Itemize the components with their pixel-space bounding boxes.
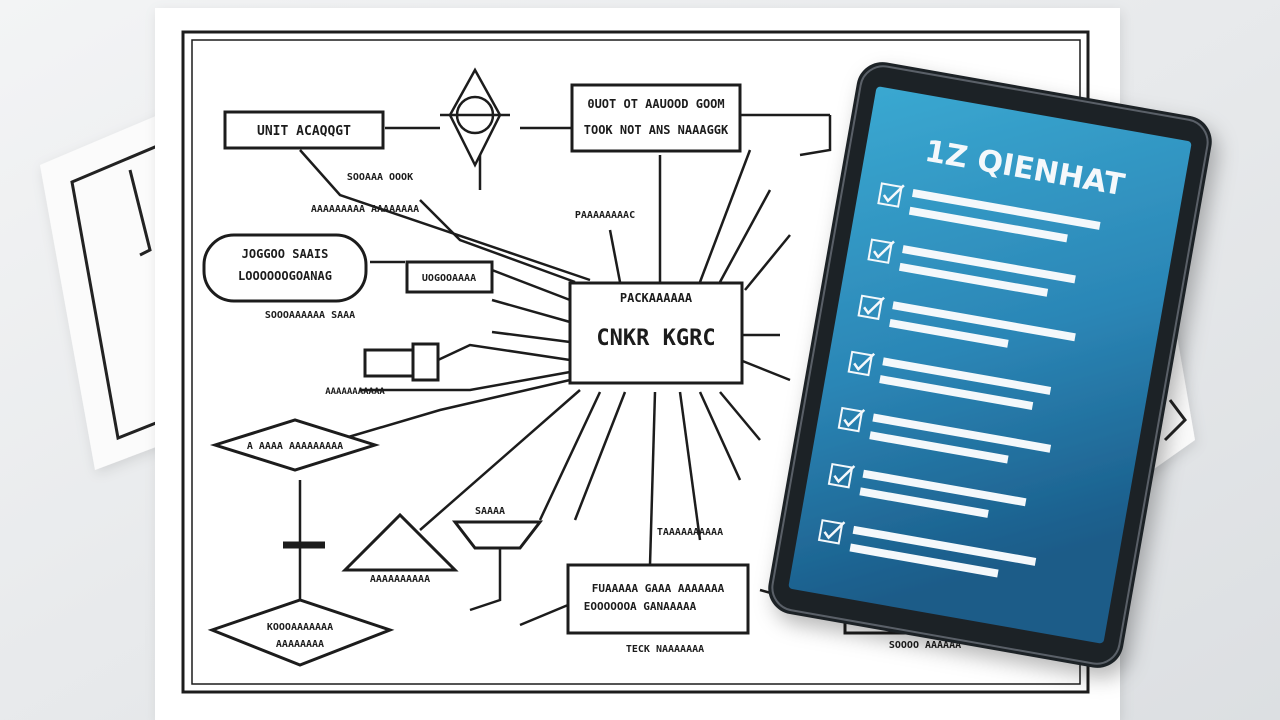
checklist-text-line xyxy=(892,301,1076,342)
left-diamond-label: A AAAA AAAAAAAAA xyxy=(247,441,343,452)
annotation-3: SOOOAAAAAA SAAA xyxy=(265,310,355,321)
house-shape xyxy=(341,512,459,572)
checkbox-checked-icon xyxy=(837,406,866,433)
checkbox-checked-icon xyxy=(847,350,876,377)
top-box-line2: TOOK NOT ANS NAAAGGK xyxy=(584,123,729,137)
checklist xyxy=(817,182,1101,578)
left-box xyxy=(223,110,385,150)
checkbox-checked-icon xyxy=(877,182,905,208)
checklist-item xyxy=(817,519,1037,578)
checklist-text-line xyxy=(889,319,1009,348)
left-oval-line2: LOOOOOOGOANAG xyxy=(238,269,332,283)
checklist-text-line xyxy=(879,375,1034,410)
compass-emblem xyxy=(440,67,510,168)
checklist-item xyxy=(857,294,1076,348)
bottom-diamond-line2: AAAAAAAA xyxy=(276,639,324,650)
annotation-2: AAAAAAAAA AAAAAAAA xyxy=(311,204,419,215)
top-box-line1: 0UOT OT AAUOOD GOOM xyxy=(587,97,724,111)
bottom-diamond xyxy=(207,598,395,667)
center-box-heading: PACKAAAAAA xyxy=(620,291,693,305)
checklist-text-line xyxy=(898,262,1049,297)
footer-right-label: SOOOO AAAAAA xyxy=(889,640,961,651)
diagram-shapes xyxy=(202,83,907,667)
checklist-text-line xyxy=(908,206,1068,243)
left-diamond xyxy=(209,418,381,472)
checkbox-checked-icon xyxy=(867,238,895,264)
footer-label: TECK NAAAAAAA xyxy=(626,644,704,655)
checkbox-checked-icon xyxy=(827,462,856,489)
annotation-8: TAAAAAAAAAA xyxy=(657,527,723,538)
checklist-item xyxy=(837,406,1052,464)
bottom-box-line2: EOOOOOOA GANAAAAA xyxy=(584,600,697,613)
checklist-text-line xyxy=(859,487,989,518)
checklist-text-line xyxy=(852,525,1037,566)
center-box-label: CNKR KGRC xyxy=(596,326,715,351)
checklist-text-line xyxy=(882,357,1052,395)
small-box-label: UOGOOAAAA xyxy=(422,273,476,284)
diagram-labels: UNIT ACAQQGT 0UOT OT AAUOOD GOOM TOOK NO… xyxy=(238,97,961,655)
checklist-text-line xyxy=(872,413,1052,453)
checklist-text-line xyxy=(849,543,999,578)
checklist-item xyxy=(877,182,1101,243)
bottom-box-line1: FUAAAAA GAAA AAAAAAA xyxy=(592,582,725,595)
tablet xyxy=(768,62,1212,668)
funnel-shape xyxy=(451,520,544,550)
checklist-item xyxy=(867,238,1076,297)
diagram-connectors xyxy=(283,113,841,627)
center-box xyxy=(568,281,744,385)
checklist-item xyxy=(847,350,1052,410)
left-oval-line1: JOGGOO SAAIS xyxy=(242,247,329,261)
annotation-6: SAAAA xyxy=(475,506,505,517)
annotation-4: PAAAAAAAAC xyxy=(575,210,635,221)
checklist-item xyxy=(827,462,1027,518)
bottom-box xyxy=(566,563,750,635)
annotation-1: SOOAAA OOOK xyxy=(347,172,413,183)
checkbox-checked-icon xyxy=(817,519,846,545)
top-box xyxy=(570,83,742,153)
annotation-7: AAAAAAAAAA xyxy=(370,574,430,585)
left-oval xyxy=(202,233,368,303)
checklist-text-line xyxy=(862,469,1027,507)
checklist-text-line xyxy=(912,189,1101,230)
left-box-label: UNIT ACAQQGT xyxy=(257,124,351,139)
plug-shape xyxy=(363,348,415,378)
checklist-text-line xyxy=(869,431,1009,464)
checkbox-checked-icon xyxy=(857,294,885,321)
small-box xyxy=(405,260,494,294)
bottom-diamond-line1: KOOOAAAAAAA xyxy=(267,622,333,633)
annotation-5: AAAAAAAAAAA xyxy=(325,387,385,397)
checklist-text-line xyxy=(902,245,1076,284)
